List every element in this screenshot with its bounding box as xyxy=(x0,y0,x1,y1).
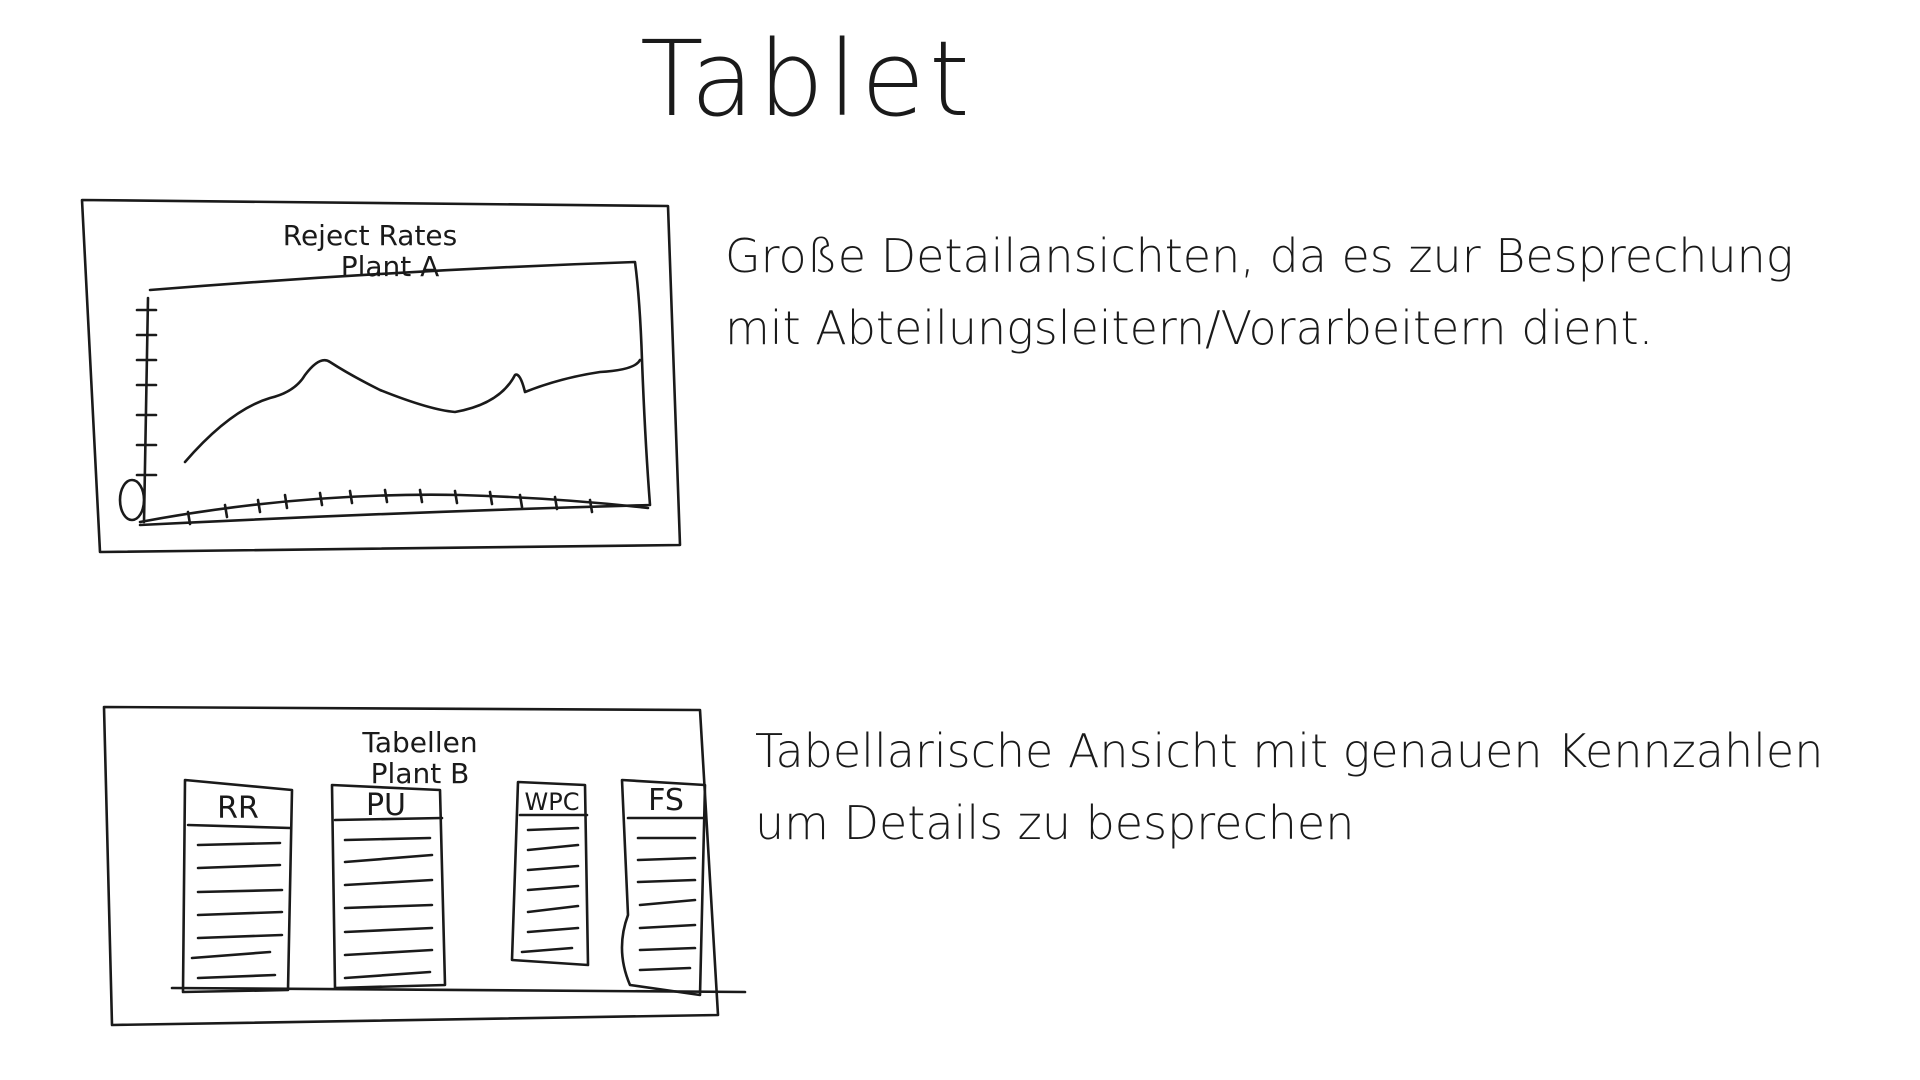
chart-heading-line1: Reject Rates xyxy=(283,219,458,252)
chart-frame-a xyxy=(138,260,652,527)
column-card-rr xyxy=(181,778,294,994)
column-card-fs xyxy=(620,778,707,997)
table-row-strokes xyxy=(190,826,697,980)
description-detail-view: Große Detailansichten, da es zur Besprec… xyxy=(725,229,1794,355)
page-title: Tablet xyxy=(640,18,974,140)
description-table-view: Tabellarische Ansicht mit genauen Kennza… xyxy=(755,724,1824,850)
chart-x-axis xyxy=(138,493,650,524)
chart-line-series xyxy=(183,358,642,464)
table-heading-line1: Tabellen xyxy=(361,726,477,759)
tablet-frame-a xyxy=(80,198,682,554)
table-heading-line2: Plant B xyxy=(371,757,470,790)
column-label-fs: FS xyxy=(648,783,684,818)
chart-x-ticks xyxy=(186,488,594,526)
chart-y-ticks xyxy=(135,308,158,477)
column-card-wpc xyxy=(510,780,590,967)
chart-y-axis xyxy=(142,296,150,524)
chart-heading-line2: Plant A xyxy=(341,250,440,283)
frame-b-bottom-line xyxy=(170,986,747,994)
column-label-rr: RR xyxy=(217,791,259,826)
chart-origin-icon xyxy=(118,478,146,522)
column-label-wpc: WPC xyxy=(525,788,580,816)
column-label-pu: PU xyxy=(366,788,406,823)
tablet-frame-b xyxy=(102,705,720,1027)
column-card-pu xyxy=(330,783,447,990)
